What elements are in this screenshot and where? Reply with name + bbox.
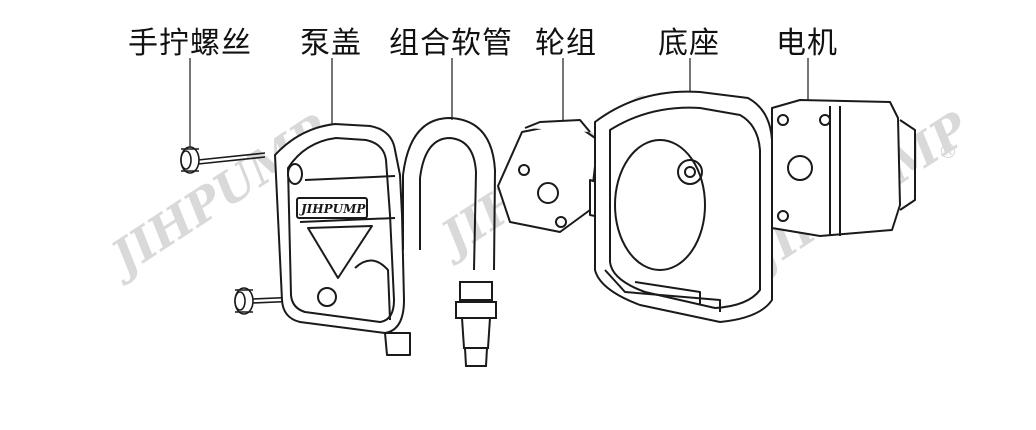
cover-logo: JIHPUMP [299, 202, 366, 216]
label-pump-cover: 泵盖 [300, 26, 362, 61]
label-roller-set: 轮组 [535, 26, 597, 61]
pump-cover [274, 123, 411, 356]
label-tubing: 组合软管 [389, 26, 513, 61]
label-thumb-screw: 手拧螺丝 [128, 26, 252, 61]
thumb-screws [180, 146, 301, 315]
label-motor: 电机 [776, 26, 838, 61]
motor [771, 99, 916, 237]
label-base: 底座 [658, 26, 720, 61]
svg-text:®: ® [938, 139, 958, 163]
base [594, 90, 773, 323]
tubing [402, 116, 497, 367]
